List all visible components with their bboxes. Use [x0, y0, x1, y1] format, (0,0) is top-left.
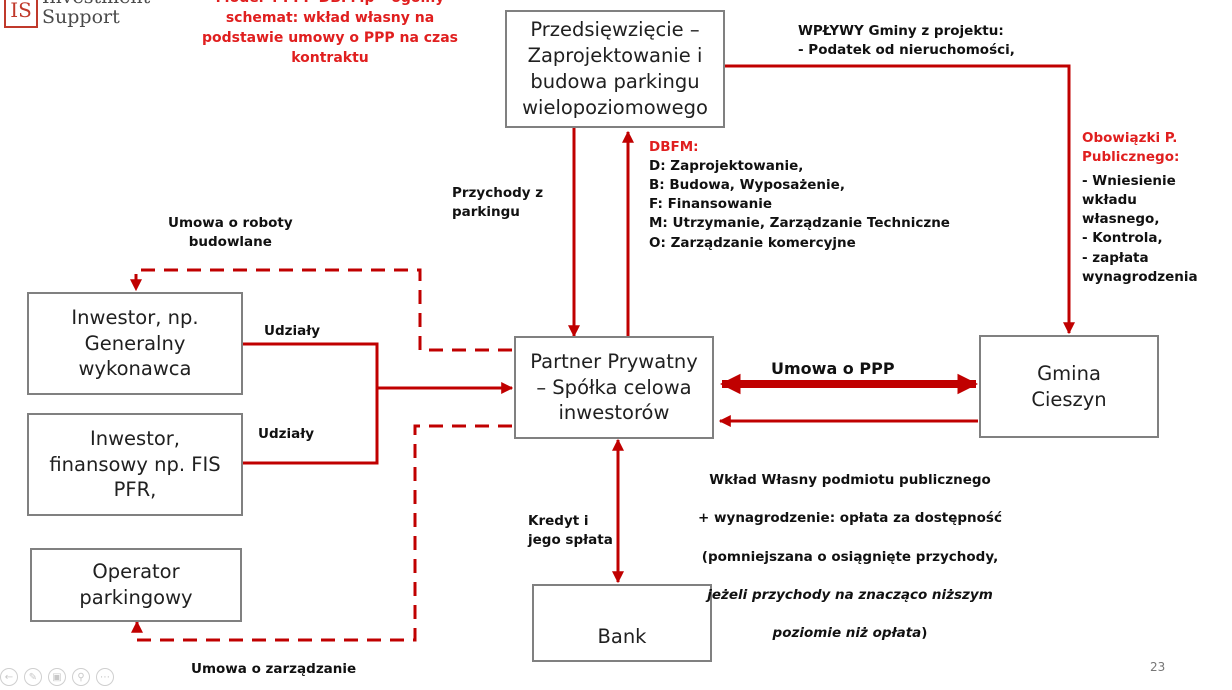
logo-mark: IS: [4, 0, 38, 28]
own-contribution-line-2: + wynagrodzenie: opłata za dostępność: [698, 510, 1002, 527]
arrow-left-icon[interactable]: ←: [0, 668, 18, 686]
construction-contract-arrow: [130, 268, 512, 352]
save-icon[interactable]: ▣: [48, 668, 66, 686]
dbfm-title: DBFM:: [649, 139, 699, 155]
more-icon[interactable]: ⋯: [96, 668, 114, 686]
management-contract-label: Umowa o zarządzanie: [191, 661, 357, 677]
own-contribution-line-3: (pomniejszana o osiągnięte przychody,: [701, 548, 999, 565]
operator-label: Operator parkingowy: [79, 560, 193, 609]
own-contribution-line-4: jeżeli przychody na znacząco niższym: [707, 587, 993, 604]
dbfm-body: D: Zaprojektowanie, B: Budowa, Wyposażen…: [649, 158, 950, 251]
management-contract-arrow: [131, 424, 512, 642]
shares-line-1: [243, 342, 379, 388]
gmina-box: Gmina Cieszyn: [979, 335, 1159, 438]
public-duties-body: - Wniesienie wkładu własnego, - Kontrola…: [1082, 173, 1198, 285]
revenue-label: Przychody z parkingu: [452, 185, 544, 221]
project-box: Przedsięwzięcie – Zaprojektowanie i budo…: [505, 10, 725, 128]
public-duties-title: Obowiązki P. Publicznego:: [1082, 130, 1180, 166]
bank-box: Bank: [532, 584, 712, 662]
own-contribution-line-5: poziomie niż opłata): [690, 624, 1010, 643]
own-contribution-line-5-italic: poziomie niż opłata: [772, 625, 922, 642]
investment-support-logo: IS Investment Support: [4, 0, 150, 28]
income-arrow: [724, 64, 1075, 335]
bank-label: Bank: [597, 625, 647, 649]
slide-title: Model 4 PPP DBFMp – ogólny schemat: wkła…: [201, 0, 458, 66]
ppp-contract-label: Umowa o PPP: [771, 359, 895, 378]
investor-contractor-label: Inwestor, np. Generalny wykonawca: [71, 305, 199, 381]
operator-box: Operator parkingowy: [30, 548, 242, 622]
zoom-icon[interactable]: ⚲: [72, 668, 90, 686]
own-contribution-line-1: Wkład Własny podmiotu publicznego: [709, 472, 991, 489]
gmina-box-label: Gmina Cieszyn: [1031, 361, 1107, 411]
project-box-label: Przedsięwzięcie – Zaprojektowanie i budo…: [522, 18, 708, 119]
partner-box-label: Partner Prywatny – Spółka celowa inwesto…: [530, 349, 698, 425]
shares-label-2: Udziały: [258, 426, 315, 442]
investor-financial-box: Inwestor, finansowy np. FIS PFR,: [27, 413, 243, 516]
construction-contract-label: Umowa o roboty budowlane: [168, 215, 293, 251]
pen-icon[interactable]: ✎: [24, 668, 42, 686]
investor-contractor-box: Inwestor, np. Generalny wykonawca: [27, 292, 243, 395]
logo-text: Investment Support: [42, 0, 150, 28]
credit-label: Kredyt i jego spłata: [528, 513, 613, 549]
partner-box: Partner Prywatny – Spółka celowa inwesto…: [514, 336, 714, 439]
own-contribution-text: Wkład Własny podmiotu publicznego + wyna…: [690, 452, 1010, 663]
slide-controls: ← ✎ ▣ ⚲ ⋯: [0, 668, 114, 686]
own-contribution-line-5-end: ): [921, 625, 928, 642]
income-label: WPŁYWY Gminy z projektu: - Podatek od ni…: [798, 23, 1015, 59]
shares-label-1: Udziały: [264, 323, 321, 339]
page-number: 23: [1150, 660, 1166, 674]
shares-line-2: [243, 388, 379, 465]
investor-financial-label: Inwestor, finansowy np. FIS PFR,: [49, 426, 221, 502]
